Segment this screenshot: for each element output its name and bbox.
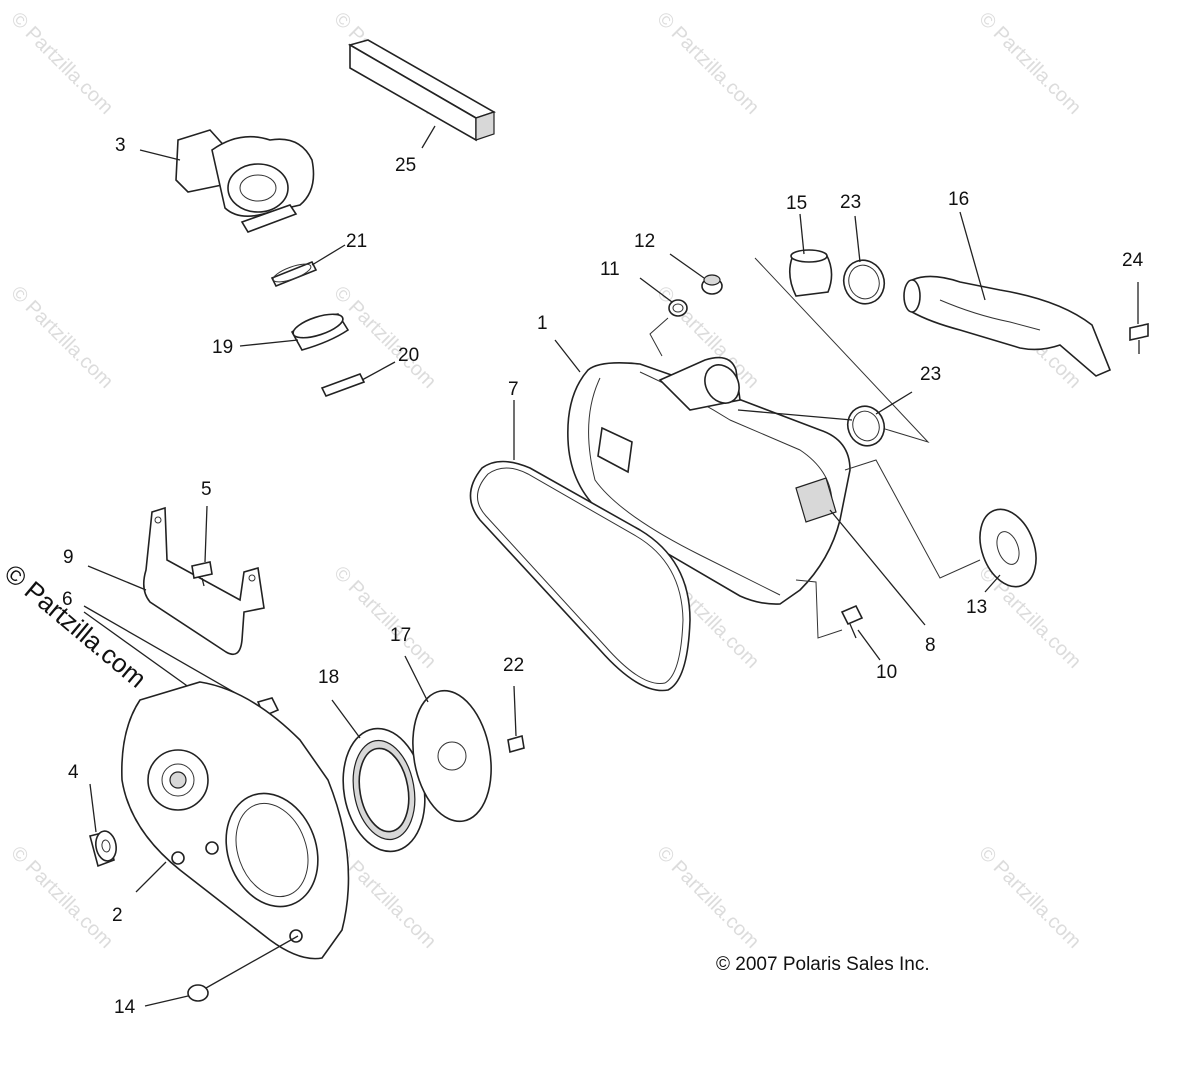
callout-12: 12 [634,231,656,252]
part-7-drive-belt [469,460,691,692]
part-16-duct [903,275,1112,377]
callout-6: 6 [62,589,73,610]
part-3-intake-duct [175,129,315,233]
part-18-seal [342,727,426,853]
copyright-notice: © 2007 Polaris Sales Inc. [716,954,930,975]
callout-10: 10 [876,662,898,683]
part-21-clamp [270,260,318,288]
part-24-screw [1129,323,1149,354]
callout-7: 7 [508,379,519,400]
part-4-spacer [89,830,117,868]
callout-1: 1 [537,313,548,334]
part-20-clamp [320,373,366,397]
callout-16: 16 [948,189,970,210]
part-11-o-ring [668,299,688,317]
callout-19: 19 [212,337,234,358]
callout-2: 2 [112,905,123,926]
callout-15: 15 [786,193,808,214]
callout-13: 13 [966,597,988,618]
part-22-screw [507,734,525,754]
part-23-clamp-upper [842,259,886,305]
part-13-disc [979,508,1037,588]
callout-23-upper: 23 [840,192,862,213]
callout-14: 14 [114,997,136,1018]
callout-25: 25 [395,155,417,176]
part-17-plate [412,689,492,823]
part-2-inner-cover [121,681,350,960]
part-23-clamp-lower [846,405,886,447]
part-19-boot [290,313,350,351]
part-25-foam-block [347,39,496,142]
callout-5: 5 [201,479,212,500]
callout-18: 18 [318,667,340,688]
callout-24: 24 [1122,250,1144,271]
callout-17: 17 [390,625,412,646]
part-1-outer-cover [567,356,851,605]
callout-21: 21 [346,231,368,252]
part-9-bracket [142,506,265,656]
callout-3: 3 [115,135,126,156]
callout-4: 4 [68,762,79,783]
part-5-screw [191,561,213,587]
callout-23-lower: 23 [920,364,942,385]
part-12-plug [701,274,723,295]
part-15-coupler [788,249,833,297]
part-14-plug [187,984,209,1002]
callout-22: 22 [503,655,525,676]
callout-8: 8 [925,635,936,656]
callout-20: 20 [398,345,420,366]
callout-11: 11 [600,259,620,280]
callout-9: 9 [63,547,74,568]
part-10-bolt [840,604,864,639]
